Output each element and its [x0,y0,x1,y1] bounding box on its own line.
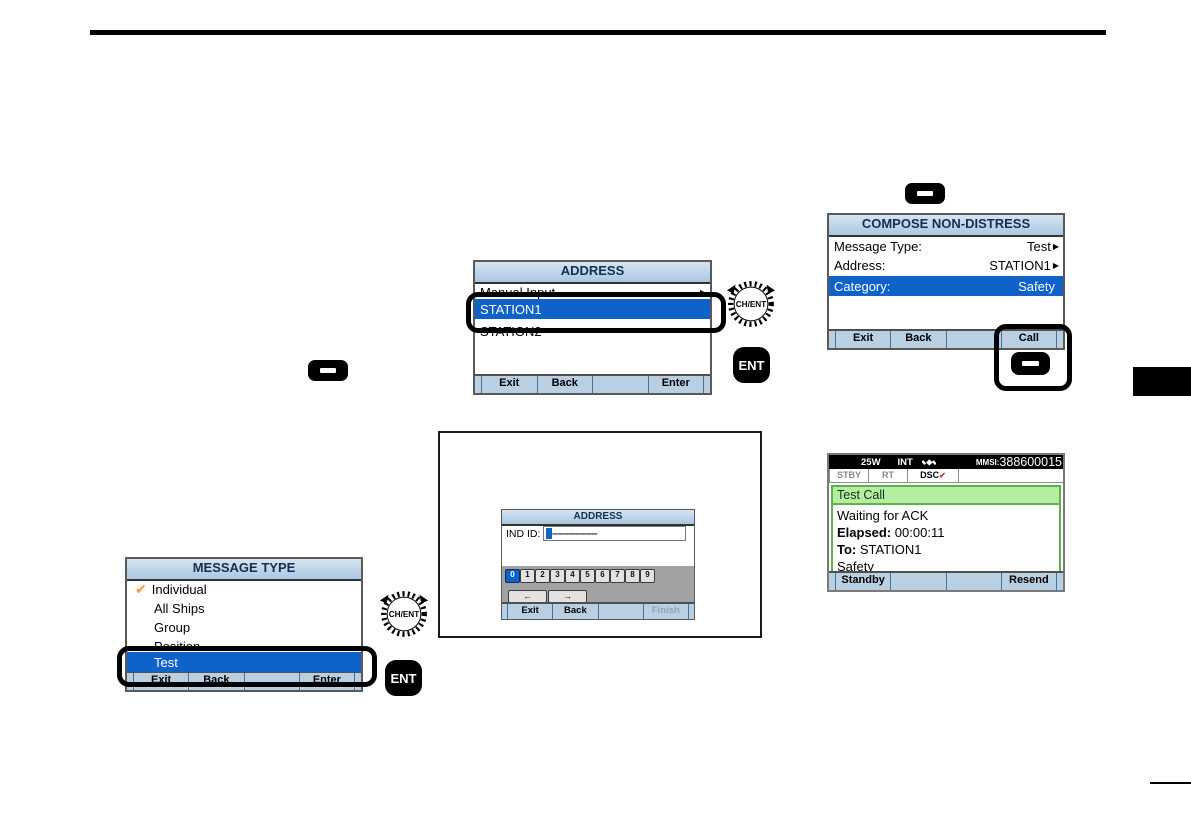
screen-title: ADDRESS [475,262,710,284]
tab-stby: STBY [829,469,869,482]
softkey-button-icon [308,360,348,381]
list-item-selected: Test [127,652,361,672]
mmsi-label: MMSI: [975,457,1000,467]
softkey-bar: Exit Back Finish [502,602,694,619]
status-line: Safety [837,559,874,574]
station1-callout [466,292,726,333]
check-icon: ✔ [135,581,147,597]
list-item: All Ships [154,601,205,616]
row-value: Test [1027,239,1051,254]
key-4: 4 [565,569,580,583]
band-indicator: INT [897,456,913,468]
key-5: 5 [580,569,595,583]
address-input-screen: ADDRESS IND ID: –––––––– 0 1 2 3 4 5 6 7… [501,509,695,620]
softkey-blank [592,376,648,393]
softkey-standby: Standby [835,573,890,590]
call-softkey-callout [994,324,1072,391]
row-label: Category: [834,278,891,294]
key-1: 1 [520,569,535,583]
key-7: 7 [610,569,625,583]
status-line: Waiting for ACK [837,508,929,523]
menu-row-selected: Category: Safety [829,276,1063,296]
dial-label: CH/ENT [389,610,419,619]
ind-id-label: IND ID: [506,528,541,540]
screen-title: MESSAGE TYPE [127,559,361,581]
check-icon: ✔ [939,471,946,480]
call-status-panel: Test Call Waiting for ACK Elapsed: 00:00… [831,485,1061,575]
call-type-title: Test Call [833,487,1059,505]
softkey-bar: Standby Resend [829,571,1063,590]
key-3: 3 [550,569,565,583]
ent-button-icon: ENT [385,660,422,696]
address-list-screen: ADDRESS Manual Input ▶ STATION1 STATION2… [473,260,712,395]
softkey-back: Back [552,604,597,619]
softkey-blank [945,573,1001,590]
dash-icon [320,368,336,373]
test-call-screen: 25W INT MMSI: 388600015 STBY RT DSC✔ Tes… [827,453,1065,592]
row-value: STATION1 [989,258,1051,273]
status-bar: 25W INT MMSI: 388600015 [829,455,1063,469]
softkey-blank [890,573,945,590]
mmsi-value: 388600015 [999,455,1062,469]
dash-icon [1022,361,1039,366]
compose-non-distress-screen: COMPOSE NON-DISTRESS Message Type: Test▶… [827,213,1065,350]
power-level: 25W [861,456,881,468]
ind-id-placeholder: –––––––– [552,527,597,540]
top-rule [90,30,1106,35]
status-line: Elapsed: 00:00:11 [837,525,945,540]
ent-button-icon: ENT [733,347,770,383]
row-value: Safety [1018,278,1055,294]
row-label: Message Type: [834,239,922,254]
ch-ent-dial-icon: CH/ENT [379,591,429,637]
key-0: 0 [505,569,520,583]
tab-dsc: DSC✔ [908,469,959,482]
softkey-finish: Finish [642,604,688,619]
softkey-call: Call [1000,331,1056,348]
key-2: 2 [535,569,550,583]
dial-label: CH/ENT [736,300,766,309]
softkey-exit: Exit [507,604,552,619]
screen-title: ADDRESS [502,510,694,526]
key-8: 8 [625,569,640,583]
list-item: Group [154,620,191,635]
test-item-callout [117,646,377,687]
message-type-screen: MESSAGE TYPE ✔Individual All Ships Group… [125,557,363,692]
softkey-blank [597,604,643,619]
list-item-selected: STATION1 [475,299,710,319]
text-cursor [546,528,552,539]
softkey-resend: Resend [1000,573,1056,590]
menu-row: Message Type: Test▶ [829,237,1063,256]
softkey-back: Back [536,376,593,393]
ind-id-input: –––––––– [543,526,686,541]
arrow-right-icon: ▶ [1052,261,1059,270]
screen-title: COMPOSE NON-DISTRESS [829,215,1063,237]
ch-ent-dial-icon: CH/ENT [726,281,776,327]
bottom-right-rule [1150,782,1191,784]
softkey-back: Back [890,331,945,348]
note-box: ADDRESS IND ID: –––––––– 0 1 2 3 4 5 6 7… [438,431,762,638]
softkey-blank [243,673,299,690]
status-line: To: STATION1 [837,542,922,557]
key-9: 9 [640,569,655,583]
mode-tabs: STBY RT DSC✔ [829,469,1063,483]
softkey-button-icon [905,183,945,204]
satellite-icon [921,458,936,466]
dash-icon [917,191,933,196]
arrow-right-icon: ▶ [1052,242,1059,251]
menu-row: Address: STATION1▶ [829,256,1063,275]
softkey-exit: Exit [481,376,537,393]
list-item: ✔Individual [135,581,207,597]
side-page-tab [1133,367,1191,396]
softkey-enter: Enter [647,376,704,393]
softkey-blank [945,331,1001,348]
softkey-exit: Exit [835,331,890,348]
row-label: Address: [834,258,886,273]
softkey-button-icon [1011,352,1050,375]
tab-rt: RT [869,469,908,482]
softkey-bar: Exit Back Enter [475,374,710,393]
onscreen-keyboard: 0 1 2 3 4 5 6 7 8 9 ← → [502,566,694,604]
key-6: 6 [595,569,610,583]
